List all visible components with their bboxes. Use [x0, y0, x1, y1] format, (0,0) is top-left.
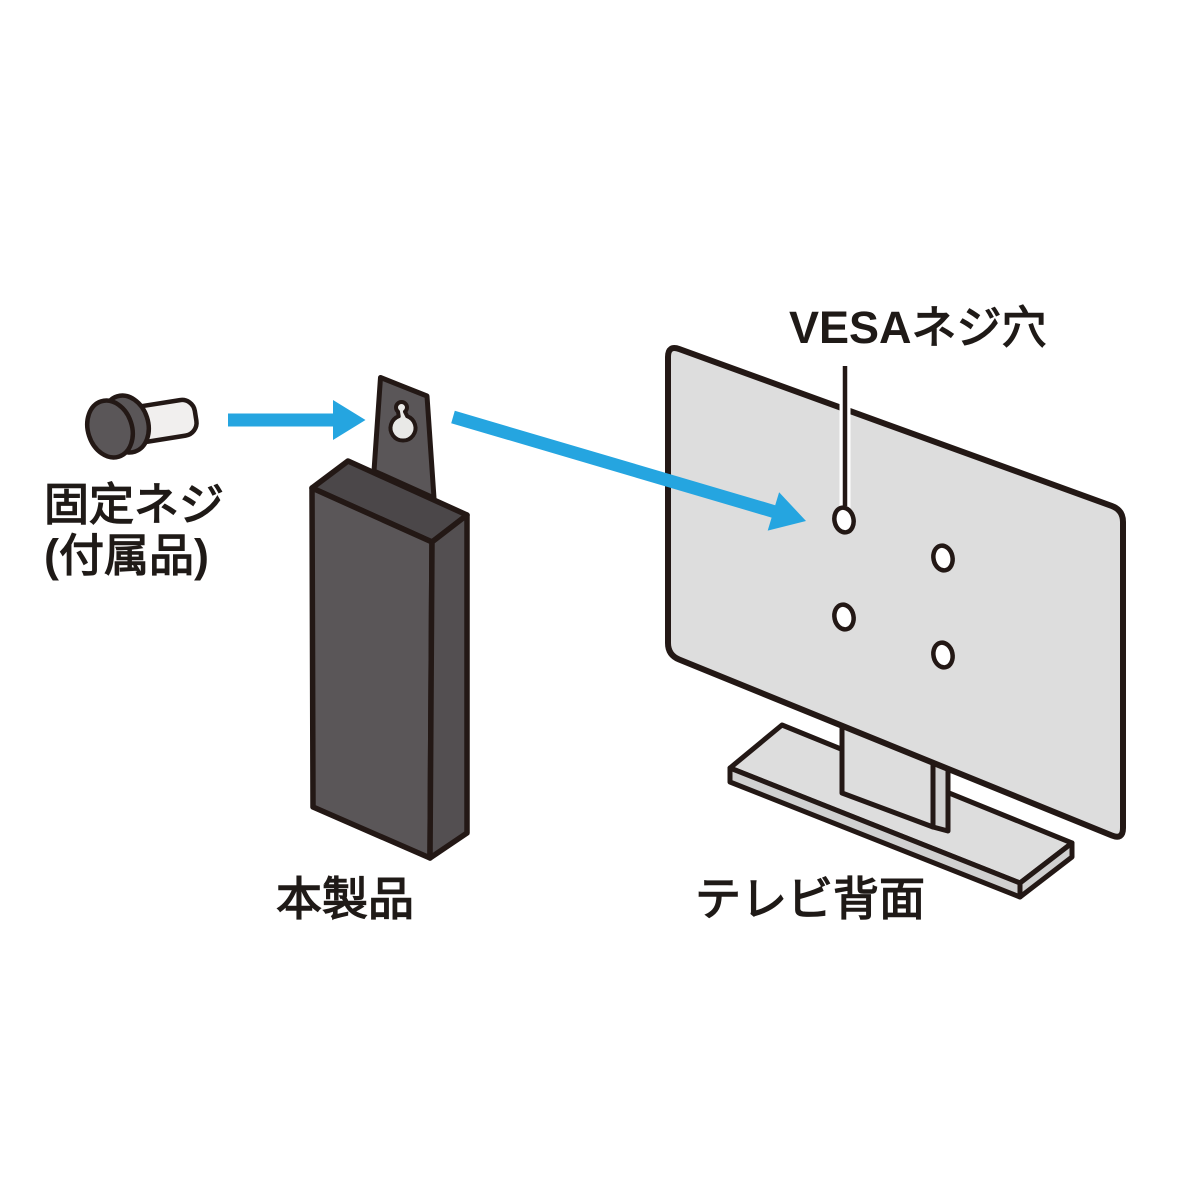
tv-back-label: テレビ背面 [695, 873, 925, 925]
tv-back-panel [665, 345, 1126, 840]
product-box-side [427, 512, 470, 861]
fixing-screw-label-line2: (付属品) [44, 530, 209, 581]
vesa-hole [931, 640, 955, 670]
arrow-bracket-to-tv-icon [451, 410, 806, 531]
fixing-screw-label: 固定ネジ (付属品) [44, 479, 224, 581]
tv-stand-base-front-right [1017, 840, 1075, 900]
product-box-front [309, 485, 435, 861]
arrow-screw-to-bracket-icon [228, 400, 366, 440]
vesa-hole [832, 505, 856, 535]
vesa-hole [931, 543, 955, 573]
vesa-hole-label: VESAネジ穴 [789, 302, 1047, 353]
keyhole-icon [388, 399, 418, 443]
vesa-hole [832, 602, 856, 632]
product-label: 本製品 [276, 873, 414, 925]
screw-head-face [84, 398, 136, 460]
fixing-screw-label-line1: 固定ネジ [44, 479, 225, 530]
